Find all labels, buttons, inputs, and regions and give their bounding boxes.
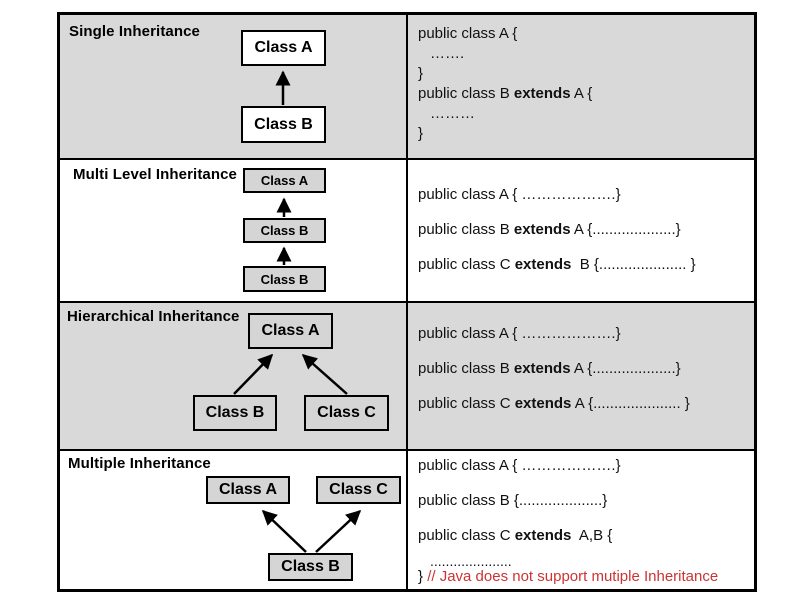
code-panel-multi-level: public class A { ……………….} public class B… xyxy=(408,160,754,301)
class-box-a: Class A xyxy=(206,476,290,504)
code-line-comment: } // Java does not support mutiple Inher… xyxy=(418,568,719,585)
row-title: Hierarchical Inheritance xyxy=(67,308,240,325)
code-line: public class A { ……………….} xyxy=(418,457,621,474)
class-box-label: Class C xyxy=(317,404,376,421)
diagram-single-inheritance: Single Inheritance Class A Class B xyxy=(60,15,408,158)
class-box-label: Class B xyxy=(260,271,309,287)
code-line: public class B {....................} xyxy=(418,492,608,509)
class-box-b-middle: Class B xyxy=(243,218,326,243)
class-box-b-bottom: Class B xyxy=(243,266,326,292)
code-line: ……. xyxy=(430,45,465,62)
class-box-label: Class A xyxy=(260,173,309,188)
class-box-label: Class B xyxy=(205,404,265,421)
code-line: public class C extends A {..............… xyxy=(418,395,690,412)
class-box-label: Class A xyxy=(254,39,313,56)
row-title: Single Inheritance xyxy=(69,23,200,40)
class-box-b: Class B xyxy=(241,106,326,143)
code-panel-single: public class A { ……. } public class B ex… xyxy=(408,15,754,158)
inheritance-types-table: Single Inheritance Class A Class B publi… xyxy=(57,12,757,592)
diagram-hierarchical-inheritance: Hierarchical Inheritance Class A Class B… xyxy=(60,303,408,449)
class-box-c: Class C xyxy=(316,476,401,504)
code-panel-hierarchical: public class A { ……………….} public class B… xyxy=(408,303,754,449)
row-title: Multiple Inheritance xyxy=(68,455,211,472)
class-box-label: Class C xyxy=(329,481,388,498)
class-box-label: Class A xyxy=(218,481,278,498)
class-box-label: Class B xyxy=(260,223,309,238)
class-box-c: Class C xyxy=(304,395,389,431)
class-box-a: Class A xyxy=(243,168,326,193)
class-box-a: Class A xyxy=(248,313,333,349)
code-line: } xyxy=(418,65,424,82)
row-title: Multi Level Inheritance xyxy=(73,166,238,183)
diagram-multiple-inheritance: Multiple Inheritance Class A Class C Cla… xyxy=(60,451,408,589)
row-single-inheritance: Single Inheritance Class A Class B publi… xyxy=(60,15,754,160)
code-line: public class C extends A,B { xyxy=(418,527,613,544)
code-line: ..................... xyxy=(430,553,512,569)
code-line: public class B extends A { xyxy=(418,85,593,102)
class-box-b: Class B xyxy=(268,553,353,581)
row-multiple-inheritance: Multiple Inheritance Class A Class C Cla… xyxy=(60,451,754,589)
code-line: public class B extends A {..............… xyxy=(418,221,681,238)
diagram-multi-level-inheritance: Multi Level Inheritance Class A Class B … xyxy=(60,160,408,301)
code-panel-multiple: public class A { ……………….} public class B… xyxy=(408,451,754,589)
row-multi-level-inheritance: Multi Level Inheritance Class A Class B … xyxy=(60,160,754,303)
class-box-b: Class B xyxy=(193,395,277,431)
row-hierarchical-inheritance: Hierarchical Inheritance Class A Class B… xyxy=(60,303,754,451)
code-line: public class A { xyxy=(418,25,518,42)
code-line: } xyxy=(418,125,424,142)
class-box-label: Class A xyxy=(261,322,320,339)
code-line: public class C extends B {..............… xyxy=(418,256,696,273)
code-line: public class A { ……………….} xyxy=(418,186,621,203)
code-line: ……… xyxy=(430,105,475,122)
class-box-label: Class B xyxy=(281,558,340,575)
class-box-label: Class B xyxy=(254,115,313,133)
class-box-a: Class A xyxy=(241,30,326,66)
code-line: public class B extends A {..............… xyxy=(418,360,681,377)
code-line: public class A { ……………….} xyxy=(418,325,621,342)
